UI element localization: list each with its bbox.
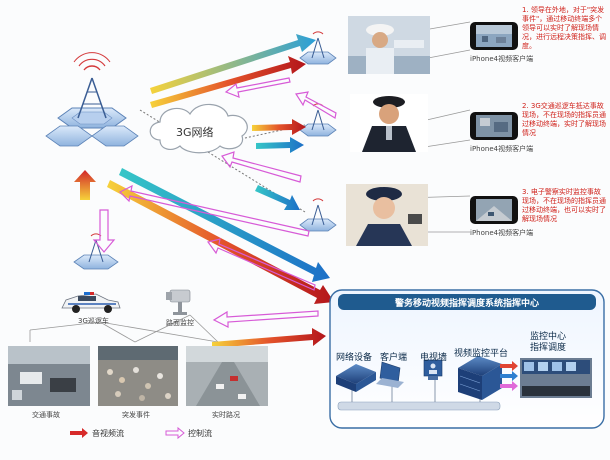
client-note-1: 1. 领导在外地，对于"突发事件"，通过移动终端多个领导可以实时了解现场情况，进… — [522, 6, 606, 50]
officer-photo-3 — [346, 184, 428, 246]
scene-photo-accident — [8, 346, 90, 406]
officer-photo-2 — [350, 94, 428, 152]
monitoring-platform-icon — [458, 356, 502, 400]
legend-video-arrow — [70, 428, 88, 438]
vehicle-label: 3G巡逻车 — [78, 317, 109, 325]
client-caption-2: iPhone4视频客户端 — [470, 145, 534, 153]
network-label: 3G网络 — [176, 126, 214, 139]
phone-3 — [470, 196, 518, 224]
tower-vehicle — [73, 233, 119, 270]
legend-video-label: 音视频流 — [92, 429, 124, 438]
phone-1 — [470, 22, 518, 50]
monitoring-room-photo — [520, 358, 592, 398]
feed-arrows — [500, 361, 518, 391]
client-caption-3: iPhone4视频客户端 — [470, 229, 534, 237]
device-label-network: 网络设备 — [336, 353, 373, 363]
video-wall-icon — [423, 359, 443, 380]
command-center-title: 警务移动视频指挥调度系统指挥中心 — [394, 299, 539, 309]
3g-cloud-icon — [149, 103, 248, 154]
scene-photo-emergency — [98, 346, 178, 406]
server-rack-icon — [336, 364, 376, 392]
device-label-video-wall: 电视墙 — [420, 353, 448, 363]
patrol-car-icon — [61, 292, 121, 313]
base-station-main — [45, 52, 139, 147]
officer-photo-1 — [348, 16, 430, 74]
video-flow-arrows — [74, 34, 334, 348]
tower-small-3 — [299, 198, 337, 232]
ptz-label: 路面监控 — [166, 319, 194, 327]
scene-label-traffic: 实时路况 — [212, 411, 240, 419]
laptop-client-icon — [376, 361, 404, 388]
device-label-client: 客户端 — [380, 353, 408, 363]
device-label-platform: 视频监控平台 — [454, 349, 509, 359]
ptz-camera-icon — [166, 289, 191, 315]
tower-small-2 — [299, 103, 337, 137]
tower-small-1 — [299, 31, 337, 65]
legend — [70, 426, 185, 440]
monitor-center-label: 监控中心 指挥调度 — [530, 332, 567, 353]
legend-control-arrow — [165, 426, 185, 440]
control-flow-arrows — [92, 77, 337, 328]
legend-control-label: 控制流 — [188, 429, 212, 438]
phone-2 — [470, 112, 518, 140]
scene-photo-traffic — [186, 346, 268, 406]
scene-label-emergency: 突发事件 — [122, 411, 150, 419]
client-caption-1: iPhone4视频客户端 — [470, 55, 534, 63]
client-note-2: 2. 3G交通巡逻车抵达事故现场，不在现场的指挥员通过移动终端，实时了解现场情况 — [522, 102, 606, 137]
scene-label-accident: 交通事故 — [32, 411, 60, 419]
client-note-3: 3. 电子警察实时监控事故现场，不在现场的指挥员通过移动终端，也可以实时了解现场… — [522, 188, 606, 223]
